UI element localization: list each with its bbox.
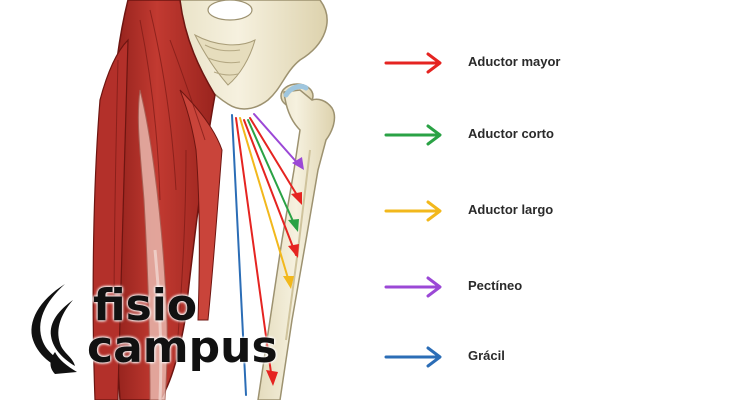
pointer-grácil: [231, 114, 247, 396]
pointer-aductor-corto: [247, 119, 299, 232]
pelvis-bone: [149, 0, 328, 110]
pointer-pectíneo: [253, 113, 304, 170]
legend-label: Pectíneo: [468, 278, 523, 293]
arrow-right-icon: [384, 346, 442, 368]
legend-label: Grácil: [468, 348, 505, 363]
legend-item: Aductor corto: [380, 120, 750, 150]
legend-label: Aductor mayor: [468, 54, 561, 69]
muscle-pointer-arrows: [231, 113, 304, 396]
thigh-muscles: [92, 0, 223, 400]
flame-logo-icon: [31, 284, 77, 374]
legend-label: Aductor corto: [468, 126, 554, 141]
arrow-right-icon: [384, 52, 442, 74]
pointer-aductor-largo: [239, 117, 294, 289]
brand-word-campus: campus: [87, 322, 278, 373]
legend-item: Pectíneo: [380, 272, 750, 302]
legend-item: Aductor largo: [380, 196, 750, 226]
arrow-right-icon: [384, 200, 442, 222]
fisiocampus-logo: fisio campus: [25, 282, 285, 377]
pointer-aductor-mayor: [235, 117, 302, 386]
arrow-right-icon: [384, 124, 442, 146]
legend-item: Grácil: [380, 342, 750, 372]
arrow-right-icon: [384, 276, 442, 298]
legend-item: Aductor mayor: [380, 48, 750, 78]
legend-label: Aductor largo: [468, 202, 554, 217]
brand-word-fisio: fisio: [93, 280, 198, 331]
